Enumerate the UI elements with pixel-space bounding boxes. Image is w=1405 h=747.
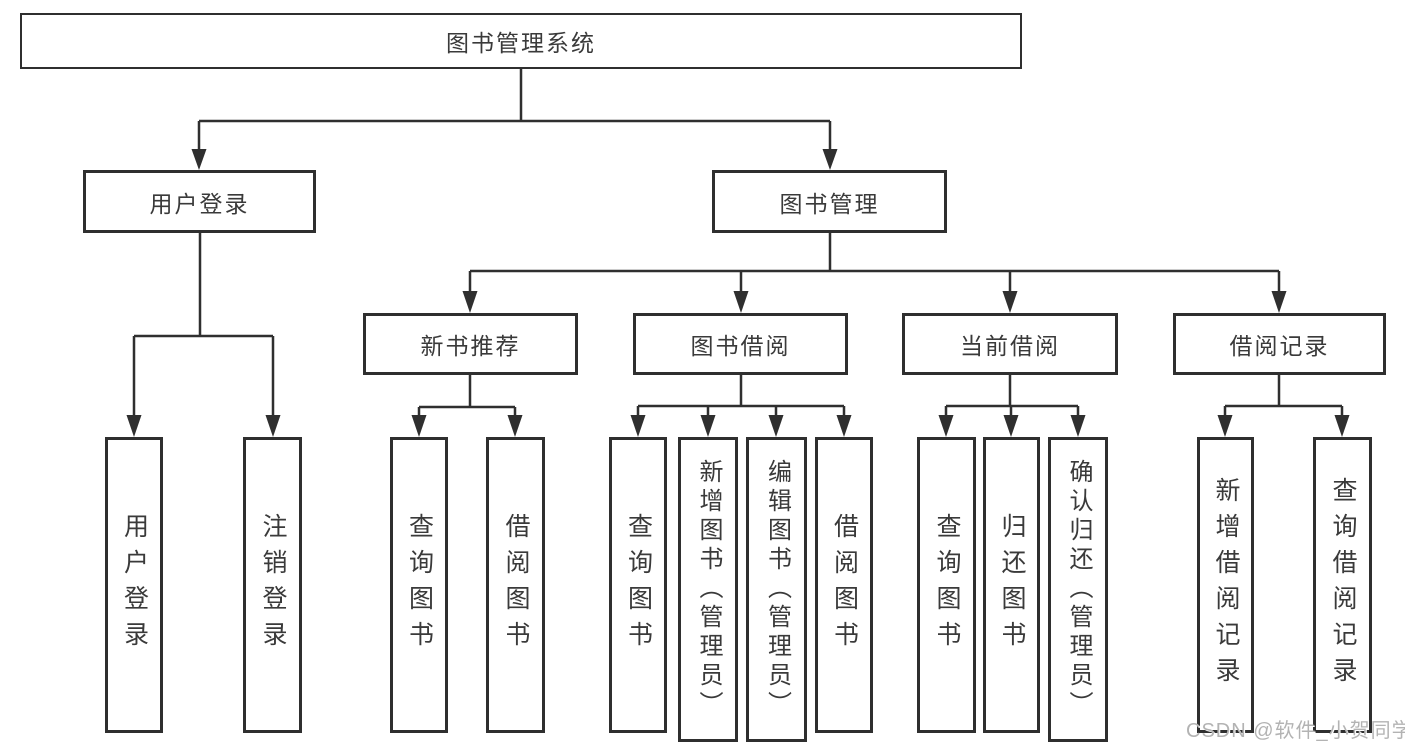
arrow-icon [822,149,838,170]
node-label: 查询借阅记录 [1329,477,1357,693]
arrow-icon [938,415,954,437]
leaf-return-books: 归还图书 [983,437,1040,733]
node-label: 用户登录 [149,190,250,217]
arrow-icon [191,149,207,170]
connector-recommend-children [417,375,517,418]
leaf-borrow-books-recommend: 借阅图书 [486,437,545,733]
node-label: 归还图书 [998,513,1026,657]
node-label: 查询图书 [624,513,653,657]
arrow-icon [507,415,523,437]
connector-borrowing-children [636,375,846,418]
leaf-borrow-books-borrow: 借阅图书 [815,437,873,733]
connector-root-to-level2 [197,69,832,152]
connector-book-management-children [468,233,1281,294]
node-label: 新增图书（管理员） [695,459,722,720]
node-borrowing-records: 借阅记录 [1173,313,1386,375]
arrow-icon [1003,415,1019,437]
leaf-logout: 注销登录 [243,437,302,733]
leaf-add-books-admin: 新增图书（管理员） [678,437,738,742]
connector-user-login-children [132,233,275,418]
node-book-management: 图书管理 [712,170,947,233]
node-label: 图书借阅 [690,333,791,359]
node-current-borrowing: 当前借阅 [902,313,1118,375]
arrow-icon [265,415,281,437]
arrow-icon [836,415,852,437]
node-library-management-system: 图书管理系统 [20,13,1022,69]
node-label: 借阅图书 [830,513,859,657]
arrow-icon [1334,415,1350,437]
node-label: 当前借阅 [960,333,1060,359]
arrow-icon [1070,415,1086,437]
node-user-login: 用户登录 [83,170,316,233]
leaf-query-books-recommend: 查询图书 [390,437,448,733]
node-label: 查询图书 [933,513,961,657]
node-label: 查询图书 [405,513,434,657]
node-label: 图书管理系统 [446,30,596,56]
node-new-book-recommendation: 新书推荐 [363,313,578,375]
leaf-add-borrow-record: 新增借阅记录 [1197,437,1254,733]
watermark: CSDN @软件_小贺同学 [1186,720,1405,742]
arrow-icon [1217,415,1233,437]
connector-current-children [944,375,1080,418]
node-label: 编辑图书（管理员） [763,459,791,720]
arrow-icon [126,415,142,437]
arrow-icon [700,415,716,437]
arrow-icon [1002,291,1018,313]
node-book-borrowing: 图书借阅 [633,313,848,375]
node-label: 用户登录 [120,513,149,657]
leaf-query-books-borrow: 查询图书 [609,437,667,733]
arrow-icon [768,415,784,437]
node-label: 借阅图书 [502,513,530,657]
node-label: 新增借阅记录 [1212,477,1240,693]
connector-records-children [1223,375,1344,418]
arrow-icon [733,291,749,313]
node-label: 确认归还（管理员） [1065,459,1092,720]
arrow-icon [630,415,646,437]
node-label: 新书推荐 [420,333,521,359]
leaf-confirm-return-admin: 确认归还（管理员） [1048,437,1108,742]
leaf-query-books-current: 查询图书 [917,437,976,733]
arrow-icon [1271,291,1287,313]
node-label: 注销登录 [259,513,287,657]
arrow-icon [411,415,427,437]
node-label: 借阅记录 [1229,333,1330,359]
arrow-icon [462,291,478,313]
leaf-query-borrow-record: 查询借阅记录 [1313,437,1372,733]
node-label: 图书管理 [779,190,880,217]
leaf-user-login: 用户登录 [105,437,163,733]
leaf-edit-books-admin: 编辑图书（管理员） [746,437,807,742]
